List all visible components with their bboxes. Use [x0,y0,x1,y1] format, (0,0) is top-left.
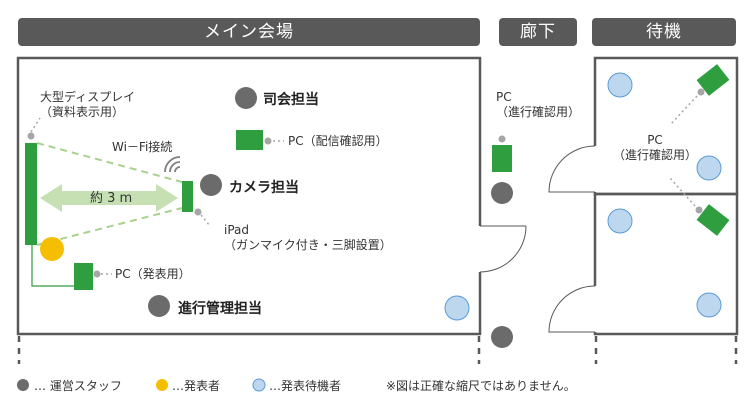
legend-waiting-text: …発表待機者 [269,379,342,393]
display-label-pin [27,132,35,140]
wifi-icon [164,156,181,173]
presenter [40,237,64,261]
waiting-presenter-lower-2 [696,292,722,318]
legend-waiting-marker [252,378,266,392]
waiting-pc-upper [696,64,730,96]
legend-presenter-marker [156,379,168,391]
corridor-pc-label-pin [498,135,506,143]
ipad-label-leader [200,214,211,227]
waiting-door-gap-upper [590,146,600,192]
waiting-presenter-lower-1 [607,208,633,234]
header-main-hall: メイン会場 [18,18,480,46]
wifi-label: Wi－Fi接続 [112,140,173,154]
presenter-pc-label-pin [93,270,101,278]
waiting-door-gap-lower [590,286,600,332]
main-hall-wall [16,56,482,336]
presenter-pc-label: PC（発表用） [115,267,191,281]
streaming-pc-label-pin [264,137,272,145]
main-hall-door-gap [475,226,485,272]
legend-scale-note: ※図は正確な縮尺ではありません。 [386,379,576,393]
header-waiting: 待機 [592,18,736,46]
ipad-label-pin [194,208,202,216]
ipad-label: iPad （ガンマイク付き・三脚設置） [224,223,392,252]
progress-manager-staff [148,295,170,317]
large-display [25,143,37,245]
main-hall-door-arc [479,225,527,273]
corridor-pc [492,145,512,172]
camera-view-line-bottom [36,207,183,246]
display-label: 大型ディスプレイ （資料表示用） [40,90,136,119]
distance-label: 約 3 m [90,191,133,206]
camera-label: カメラ担当 [229,180,299,196]
waiting-pc-upper-pin [697,88,705,96]
legend-staff-text: … 運営スタッフ [34,379,122,393]
camera-operator-staff [200,174,222,196]
presenter-pc [74,263,93,290]
waiting-pc-lower-leader [669,177,696,207]
display-label-leader [30,117,41,133]
waiting-pc-label: PC （進行確認用） [612,133,697,162]
progress-manager-label: 進行管理担当 [178,301,262,317]
ipad-device [182,181,193,212]
waiting-pc-lower-pin [695,206,703,214]
distance-arrow [40,184,178,212]
waiting-pc-upper-leader [669,95,698,126]
waiting-door-swing-lower [548,285,596,333]
mc-label: 司会担当 [263,92,319,108]
waiting-room-lower [593,192,739,336]
waiting-presenter-upper-1 [607,72,633,98]
legend: … 運営スタッフ …発表者 …発表待機者 ※図は正確な縮尺ではありません。 [0,375,753,397]
corridor-pc-label: PC （進行確認用） [496,90,581,119]
waiting-pc-lower [696,204,730,236]
legend-presenter-text: …発表者 [172,379,221,393]
waiting-presenter-upper-2 [696,155,722,181]
presenter-pc-cable [31,245,74,287]
corridor-staff-upper [491,182,513,204]
waiting-presenter-main-hall [444,295,470,321]
waiting-door-swing-upper [548,145,596,193]
header-corridor: 廊下 [499,18,577,46]
corridor-staff-lower [491,326,513,348]
mc-staff [235,87,257,109]
streaming-pc-label: PC（配信確認用） [288,134,388,148]
legend-staff-marker [17,379,29,391]
streaming-check-pc [236,130,263,150]
camera-view-line-top [36,142,183,183]
